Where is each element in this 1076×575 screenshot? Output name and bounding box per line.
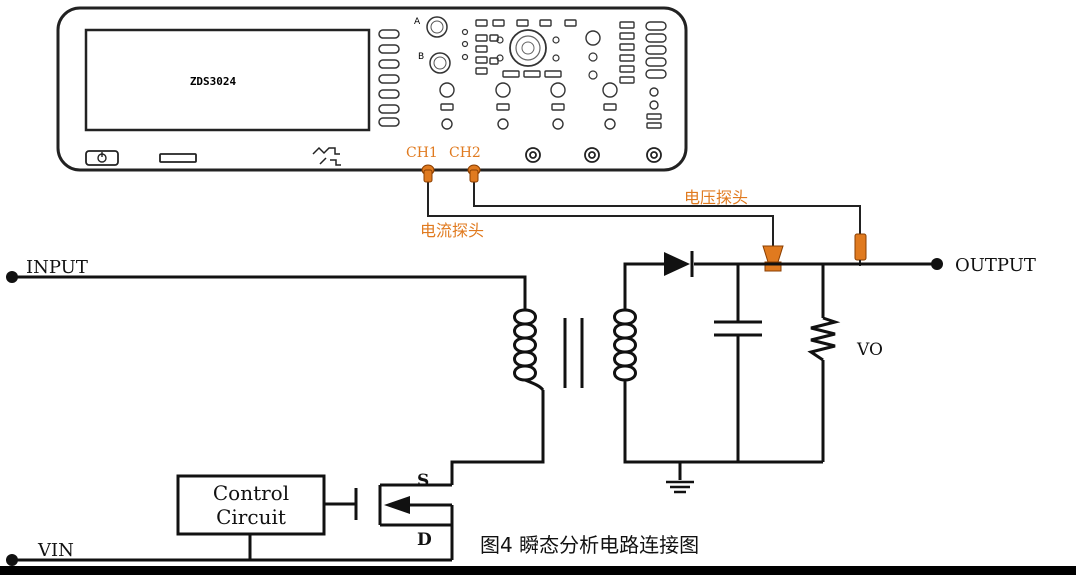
bottom-border xyxy=(0,566,1076,575)
vin-node xyxy=(6,554,18,566)
capacitor xyxy=(714,320,762,337)
input-node xyxy=(6,271,18,283)
primary-coil xyxy=(513,308,545,391)
right-buttons[interactable] xyxy=(619,21,667,84)
transformer-core xyxy=(563,318,584,388)
ch1-label: CH1 xyxy=(406,145,438,161)
mosfet-arrow xyxy=(384,496,410,514)
bnc-connectors[interactable] xyxy=(525,147,662,163)
resistor xyxy=(807,316,841,362)
voltage-probe xyxy=(854,233,867,266)
drain-label: D xyxy=(417,530,432,550)
knob-b-label: B xyxy=(418,52,424,62)
knob-a[interactable] xyxy=(426,16,448,38)
knob-b[interactable] xyxy=(429,52,451,74)
vo-label: VO xyxy=(856,340,883,360)
secondary-coil xyxy=(613,308,637,390)
usb-port xyxy=(159,153,197,163)
diode xyxy=(664,251,694,277)
screen-side-buttons[interactable] xyxy=(378,29,400,127)
ch2-label: CH2 xyxy=(449,145,481,161)
main-knob[interactable] xyxy=(509,29,547,67)
oscilloscope-model: ZDS3024 xyxy=(190,75,237,88)
input-label: INPUT xyxy=(26,257,88,278)
knob-a-label: A xyxy=(414,17,421,27)
current-probe xyxy=(762,245,784,272)
source-label: S xyxy=(417,471,429,491)
probe-connectors xyxy=(421,164,481,183)
circuit-wires xyxy=(12,262,935,562)
oscilloscope-screen xyxy=(84,28,371,132)
current-probe-label: 电流探头 xyxy=(420,221,484,240)
voltage-probe-label: 电压探头 xyxy=(684,188,748,207)
control-circuit-line1: Control xyxy=(213,481,289,505)
probe-cables xyxy=(427,178,861,246)
control-buttons[interactable] xyxy=(475,19,577,78)
output-label: OUTPUT xyxy=(955,255,1036,276)
figure-caption: 图4 瞬态分析电路连接图 xyxy=(480,533,699,557)
oscilloscope: ZDS3024 A B xyxy=(56,6,688,172)
ground-symbol xyxy=(666,480,694,494)
probe-comp-icon xyxy=(312,146,341,166)
mosfet xyxy=(354,483,454,527)
channel-knobs[interactable] xyxy=(439,82,662,130)
power-button[interactable] xyxy=(85,150,119,166)
vin-label: VIN xyxy=(37,540,74,561)
control-circuit-line2: Circuit xyxy=(216,505,286,529)
control-circuit-box xyxy=(176,474,326,536)
output-node xyxy=(931,258,943,270)
